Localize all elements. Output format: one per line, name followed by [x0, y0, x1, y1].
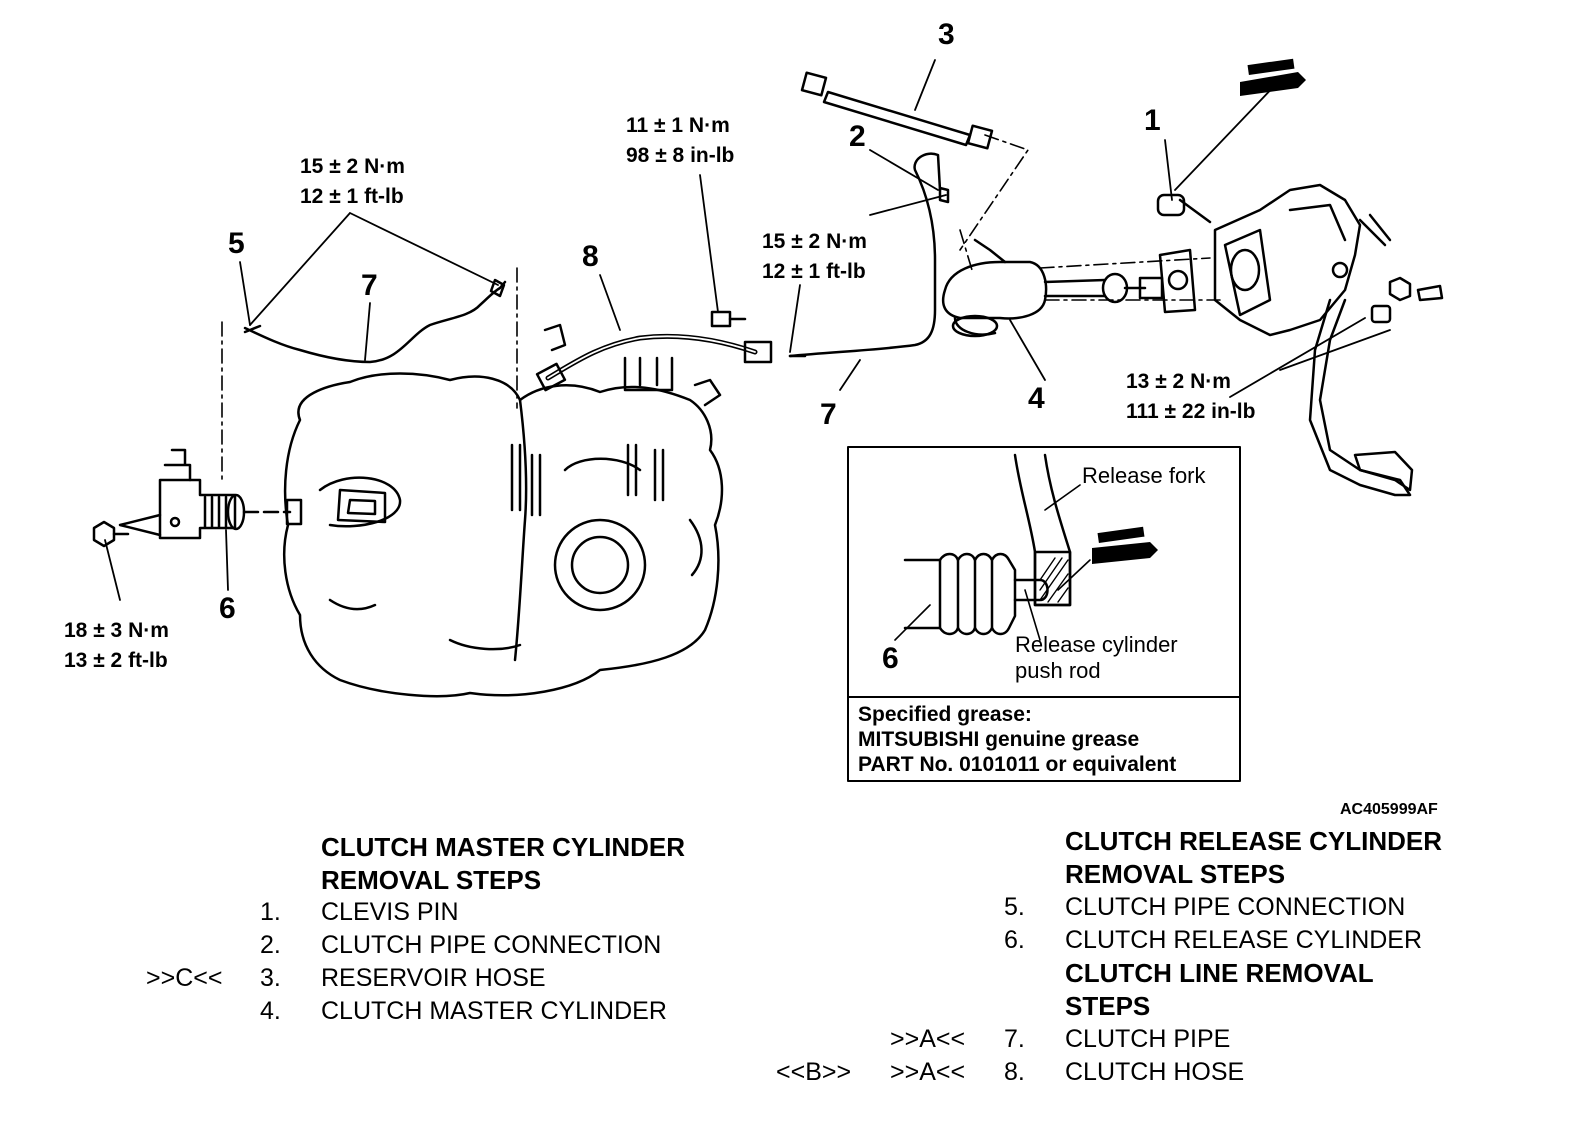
callout-8: 8: [582, 240, 599, 273]
release-cylinder: [118, 448, 303, 540]
list-item: <<B>> >>A<< 8. CLUTCH HOSE: [760, 1056, 1580, 1088]
clutch-pedal: [1308, 298, 1414, 497]
torque-label-pipe-release: 15 ± 2 N·m 12 ± 1 ft-lb: [300, 152, 405, 212]
clutch-exploded-diagram: [92, 58, 1444, 782]
hose-bracket-bolt: [710, 310, 747, 328]
line-title-line2: STEPS: [1065, 991, 1151, 1021]
callout-6: 6: [219, 592, 236, 625]
clutch-hose: [535, 323, 773, 392]
inset-panel: [847, 446, 1241, 782]
master-cylinder: [941, 238, 1197, 338]
pedal-bracket: [1156, 183, 1392, 337]
step-number: 2.: [260, 931, 281, 959]
step-label: RESERVOIR HOSE: [321, 964, 546, 992]
step-number: 4.: [260, 997, 281, 1025]
callout-6-inset: 6: [882, 642, 899, 675]
list-item: 4. CLUTCH MASTER CYLINDER: [0, 995, 760, 1027]
torque-imperial: 98 ± 8 in-lb: [626, 144, 735, 167]
inset-release-fork-label: Release fork: [1082, 463, 1206, 488]
torque-label-master-nuts: 13 ± 2 N·m 111 ± 22 in-lb: [1126, 367, 1255, 427]
release-section-title: CLUTCH RELEASE CYLINDER REMOVAL STEPS: [1065, 825, 1442, 891]
service-point-mark: >>A<<: [890, 1058, 966, 1086]
leader-lines: [104, 59, 1391, 601]
torque-imperial: 111 ± 22 in-lb: [1126, 400, 1256, 423]
master-title-line2: REMOVAL STEPS: [321, 865, 542, 895]
torque-label-pipe-master: 15 ± 2 N·m 12 ± 1 ft-lb: [762, 227, 867, 287]
callout-3: 3: [938, 18, 955, 51]
list-item: >>C<< 3. RESERVOIR HOSE: [0, 962, 760, 994]
clutch-pipe-transaxle: [243, 278, 507, 364]
list-item: >>A<< 7. CLUTCH PIPE: [760, 1023, 1580, 1055]
grease-icon-inset: [1092, 526, 1158, 564]
push-rod-line2: push rod: [1015, 658, 1101, 683]
transaxle-housing: [282, 356, 724, 698]
inset-push-rod-label: Release cylinder push rod: [1015, 632, 1178, 684]
grease-line3: PART No. 0101011 or equivalent: [858, 753, 1177, 776]
torque-nm: 13 ± 2 N·m: [1126, 370, 1231, 393]
callout-2: 2: [849, 120, 866, 153]
service-point-mark: >>A<<: [890, 1025, 966, 1053]
torque-nm: 15 ± 2 N·m: [762, 230, 867, 253]
pedal-nut: [1370, 276, 1444, 324]
release-title-line1: CLUTCH RELEASE CYLINDER: [1065, 826, 1443, 856]
step-number: 6.: [1004, 926, 1025, 954]
step-label: CLEVIS PIN: [321, 898, 459, 926]
figure-code: AC405999AF: [1340, 801, 1438, 818]
step-label: CLUTCH PIPE CONNECTION: [321, 931, 662, 959]
master-section-title: CLUTCH MASTER CYLINDER REMOVAL STEPS: [321, 831, 685, 897]
torque-nm: 11 ± 1 N·m: [626, 114, 730, 137]
torque-label-release-bolt: 18 ± 3 N·m 13 ± 2 ft-lb: [64, 616, 169, 676]
step-label: CLUTCH RELEASE CYLINDER: [1065, 926, 1423, 954]
line-title-line1: CLUTCH LINE REMOVAL: [1065, 958, 1374, 988]
list-item: 1. CLEVIS PIN: [0, 896, 760, 928]
grease-icon: [1240, 58, 1306, 96]
step-number: 7.: [1004, 1025, 1025, 1053]
callout-7-transaxle: 7: [361, 269, 378, 302]
service-point-mark-b: <<B>>: [776, 1058, 852, 1086]
service-point-mark: >>C<<: [146, 964, 223, 992]
grease-line1: Specified grease:: [858, 703, 1032, 726]
line-section-title: CLUTCH LINE REMOVAL STEPS: [1065, 957, 1374, 1023]
specified-grease-note: Specified grease: MITSUBISHI genuine gre…: [858, 702, 1238, 777]
release-cylinder-bolt: [92, 520, 130, 548]
callout-7-master: 7: [820, 398, 837, 431]
step-label: CLUTCH PIPE CONNECTION: [1065, 893, 1406, 921]
callout-5: 5: [228, 227, 245, 260]
torque-nm: 15 ± 2 N·m: [300, 155, 405, 178]
step-number: 1.: [260, 898, 281, 926]
torque-nm: 18 ± 3 N·m: [64, 619, 169, 642]
torque-label-hose-bolt: 11 ± 1 N·m 98 ± 8 in-lb: [626, 111, 734, 171]
release-title-line2: REMOVAL STEPS: [1065, 859, 1286, 889]
list-item: 6. CLUTCH RELEASE CYLINDER: [760, 924, 1580, 956]
torque-imperial: 12 ± 1 ft-lb: [300, 185, 404, 208]
step-label: CLUTCH HOSE: [1065, 1058, 1245, 1086]
callout-1: 1: [1144, 104, 1161, 137]
assembly-guide-lines: [221, 134, 1221, 481]
step-label: CLUTCH PIPE: [1065, 1025, 1231, 1053]
torque-imperial: 13 ± 2 ft-lb: [64, 649, 168, 672]
list-item: 2. CLUTCH PIPE CONNECTION: [0, 929, 760, 961]
callout-4: 4: [1028, 382, 1045, 415]
step-number: 8.: [1004, 1058, 1025, 1086]
grease-line2: MITSUBISHI genuine grease: [858, 728, 1140, 751]
push-rod-line1: Release cylinder: [1015, 632, 1178, 657]
torque-imperial: 12 ± 1 ft-lb: [762, 260, 866, 283]
step-number: 5.: [1004, 893, 1025, 921]
step-number: 3.: [260, 964, 281, 992]
reservoir-hose: [800, 71, 994, 150]
step-label: CLUTCH MASTER CYLINDER: [321, 997, 667, 1025]
master-title-line1: CLUTCH MASTER CYLINDER: [321, 832, 685, 862]
list-item: 5. CLUTCH PIPE CONNECTION: [760, 891, 1580, 923]
